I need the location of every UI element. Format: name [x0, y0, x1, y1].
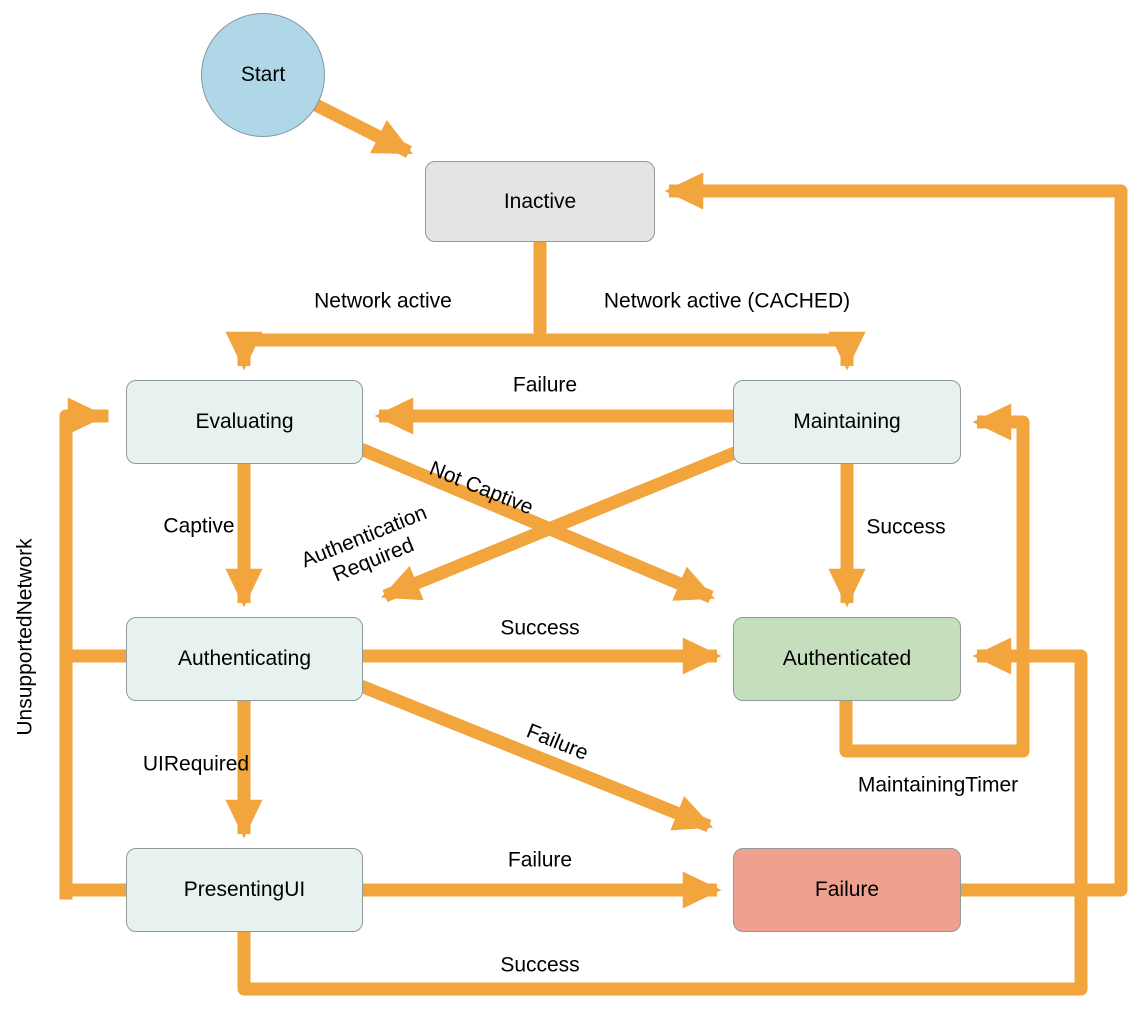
state-presenting-ui: PresentingUI	[126, 848, 363, 932]
state-failure-label: Failure	[814, 878, 880, 901]
state-inactive-label: Inactive	[503, 189, 577, 213]
state-authenticating: Authenticating	[126, 617, 363, 701]
edge-unsupported-to-evaluating	[59, 397, 109, 900]
state-failure: Failure	[733, 848, 961, 932]
state-authenticated-label: Authenticated	[782, 647, 912, 670]
state-maintaining: Maintaining	[733, 380, 961, 464]
edge-authenticating-to-failure	[358, 679, 714, 833]
edge-label-maintaining-success: Success	[866, 515, 946, 539]
state-authenticating-label: Authenticating	[177, 647, 312, 670]
edge-label-unsupported-network: UnsupportedNetwork	[13, 538, 37, 736]
state-start-label: Start	[240, 63, 286, 86]
edge-label-presenting-success: Success	[500, 953, 580, 977]
edge-label-network-active-cached: Network active (CACHED)	[603, 289, 851, 313]
edge-label-captive: Captive	[163, 514, 235, 538]
edge-label-maintaining-failure: Failure	[512, 373, 578, 397]
state-maintaining-label: Maintaining	[793, 410, 901, 433]
edge-label-authenticating-success: Success	[500, 616, 580, 640]
state-evaluating: Evaluating	[126, 380, 363, 464]
edge-label-ui-required: UIRequired	[142, 752, 250, 776]
state-start: Start	[201, 13, 325, 137]
edge-start-to-inactive	[303, 94, 413, 158]
edge-label-maintaining-timer: MaintainingTimer	[857, 773, 1019, 797]
edge-maintaining-to-authenticating	[380, 445, 740, 603]
edge-presenting-ui-to-authenticated	[237, 637, 1088, 996]
edge-failure-to-inactive	[664, 172, 1128, 897]
edge-label-presenting-failure: Failure	[507, 848, 573, 872]
state-evaluating-label: Evaluating	[195, 410, 294, 433]
state-authenticated: Authenticated	[733, 617, 961, 701]
state-inactive: Inactive	[425, 161, 655, 242]
state-presenting-ui-label: PresentingUI	[183, 878, 306, 901]
edge-authenticated-to-maintaining	[839, 403, 1030, 758]
edge-label-network-active: Network active	[314, 289, 452, 313]
edge-evaluating-to-authenticated	[358, 443, 716, 603]
